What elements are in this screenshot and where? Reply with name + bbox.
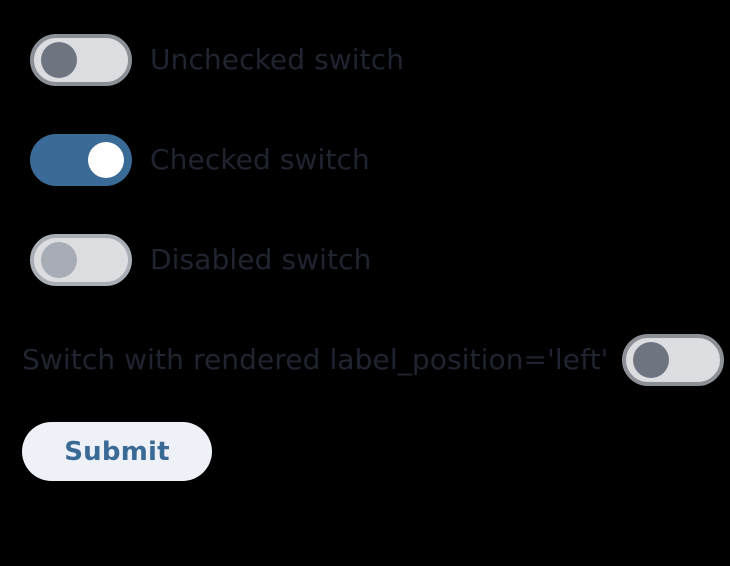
switch-row-checked: Checked switch (30, 134, 370, 186)
switch-knob (633, 342, 670, 378)
switch-label-left[interactable] (622, 334, 725, 386)
switch-label-unchecked: Unchecked switch (150, 43, 405, 76)
switch-knob (41, 42, 77, 78)
switch-label-disabled: Disabled switch (150, 243, 372, 276)
switch-unchecked[interactable] (30, 34, 132, 86)
switch-row-disabled: Disabled switch (30, 234, 371, 286)
switch-knob (41, 242, 77, 278)
switch-knob (88, 142, 124, 178)
switch-label-left-position: Switch with rendered label_position='lef… (22, 343, 609, 376)
submit-button[interactable]: Submit (22, 422, 212, 481)
switch-row-label-left: Switch with rendered label_position='lef… (22, 334, 725, 386)
switch-disabled (30, 234, 132, 286)
switch-checked[interactable] (30, 134, 132, 186)
switch-label-checked: Checked switch (150, 143, 370, 176)
switch-row-unchecked: Unchecked switch (30, 34, 404, 86)
